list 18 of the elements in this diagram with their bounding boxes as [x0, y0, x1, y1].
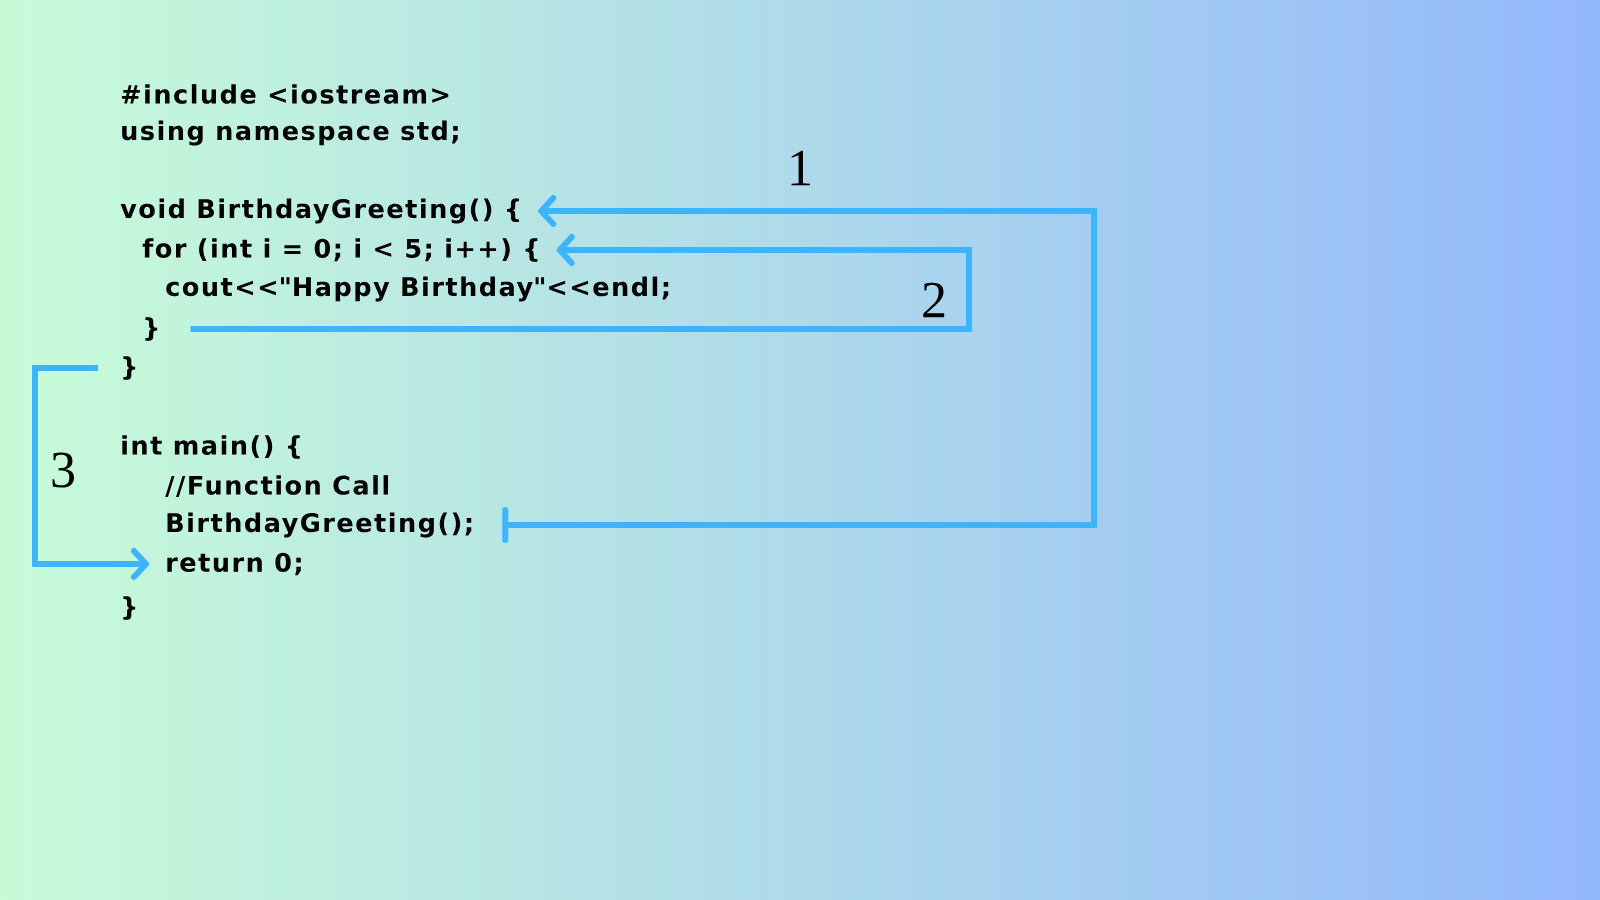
edge-label: 1	[791, 150, 810, 186]
arrow	[32, 365, 149, 580]
edge-label: 3	[52, 452, 74, 488]
edge-label: 2	[923, 282, 945, 318]
arrow	[190, 234, 972, 332]
arrow	[502, 195, 1097, 543]
code-line: }	[145, 317, 158, 341]
code-line: #include <iostream>	[121, 84, 449, 104]
code-line: }	[123, 596, 136, 620]
code-line: using namespace std;	[122, 120, 458, 146]
code-line: return 0;	[167, 552, 301, 576]
code-line: }	[123, 356, 136, 380]
code-line: int main() {	[122, 435, 300, 459]
code-line: //Function Call	[165, 475, 389, 497]
code-line: cout<<"Happy Birthday"<<endl;	[166, 276, 669, 302]
code-line: BirthdayGreeting();	[167, 512, 472, 538]
code-line: for (int i = 0; i < 5; i++) {	[142, 238, 538, 262]
code-line: void BirthdayGreeting() {	[120, 198, 519, 224]
